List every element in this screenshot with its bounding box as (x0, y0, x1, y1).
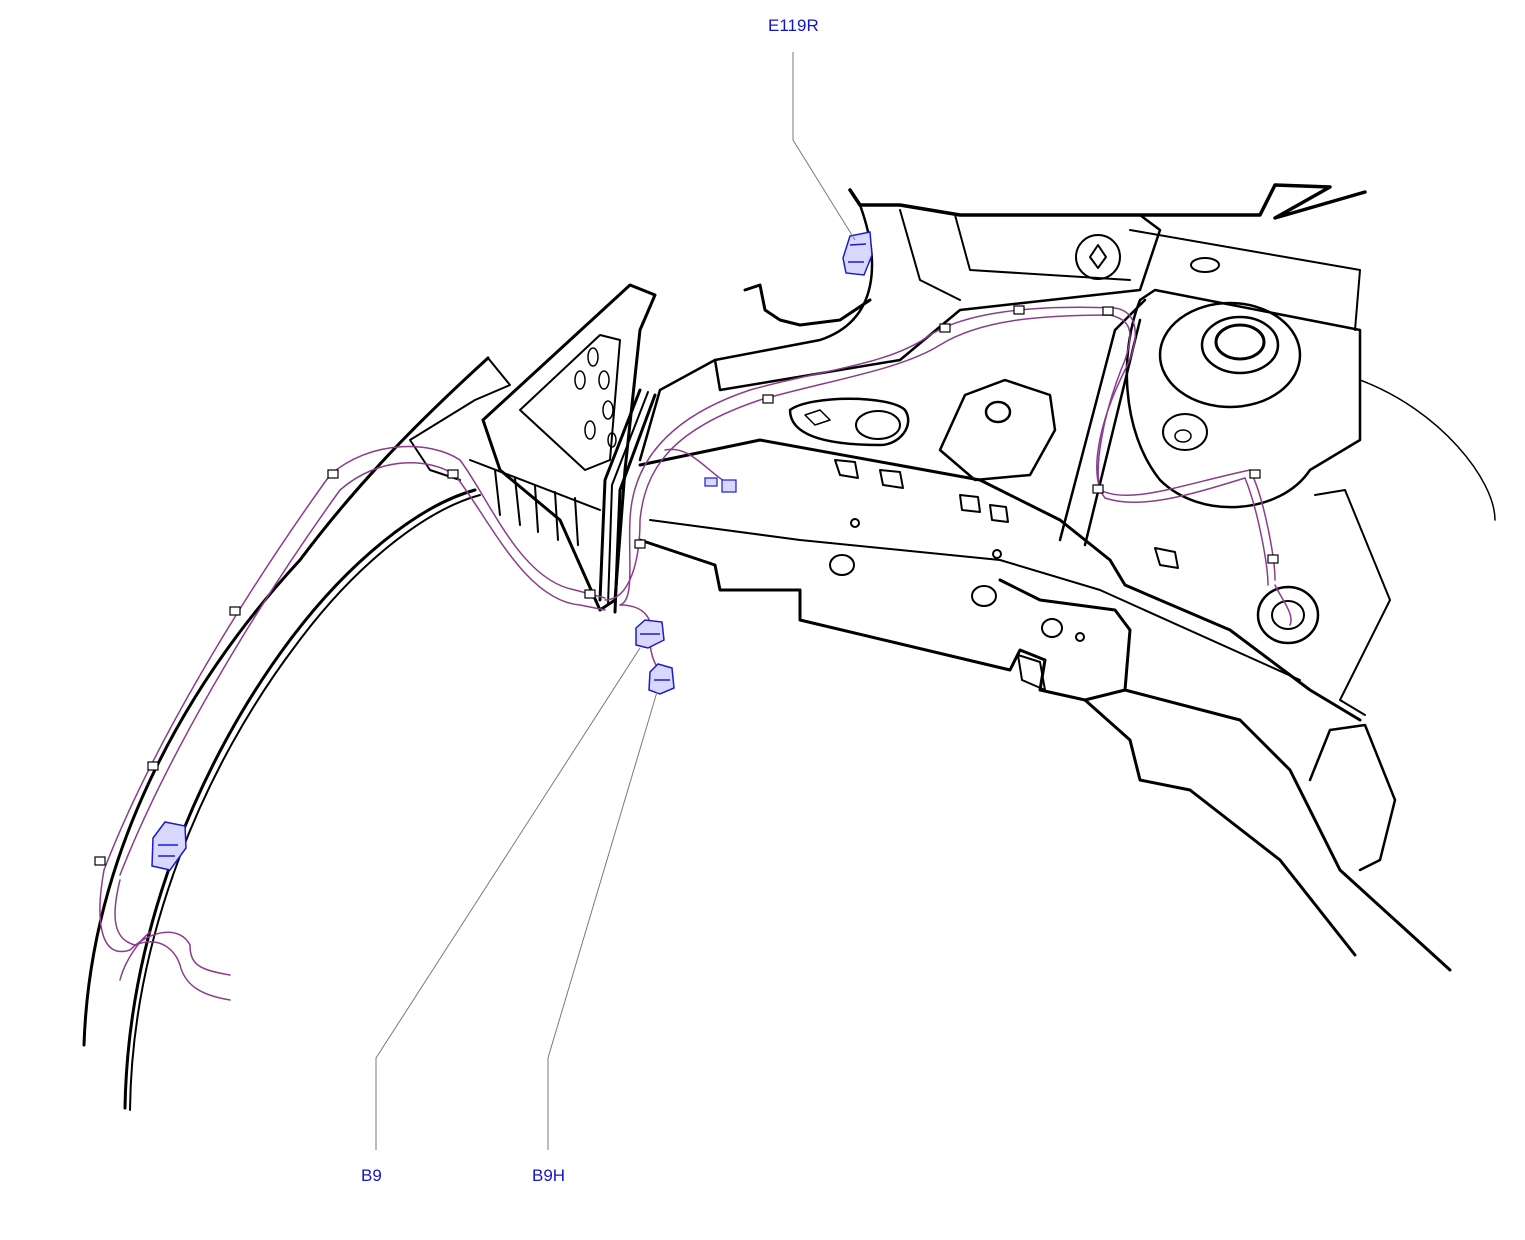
harness-branch (119, 931, 151, 981)
harness-grommet-run (1274, 584, 1292, 626)
strut-tower-boss (1162, 413, 1208, 451)
callout-e119r[interactable]: E119R (768, 16, 819, 35)
wheel-arch-top-ledge (409, 357, 511, 481)
fuel-door-hole (855, 410, 901, 440)
strut-tower-inner (1214, 323, 1266, 361)
rear-rail (1083, 698, 1357, 957)
bracket-holes (574, 347, 617, 448)
rear-panel-inner-ledge (713, 213, 1162, 392)
leader-b9 (375, 647, 641, 1150)
harness-strut-run-2 (1096, 369, 1269, 586)
clip (1092, 484, 1104, 494)
leader-e119r (792, 52, 856, 241)
clip (1267, 554, 1279, 564)
pillar-channel-mid (607, 391, 649, 606)
lower-flange (638, 538, 1132, 702)
rear-panel-step (899, 209, 1361, 331)
lower-flange-edge (638, 438, 1362, 722)
clip (1249, 469, 1261, 479)
clip (584, 589, 596, 599)
strut-tower-boss-center (1174, 429, 1192, 443)
bracket-plate-inner (519, 334, 621, 471)
clip (1102, 306, 1114, 316)
clip (762, 394, 774, 404)
callout-b9[interactable]: B9 (361, 1166, 382, 1185)
quarter-panel-outline (743, 283, 872, 327)
grommet-outer (1256, 585, 1320, 645)
clip (229, 606, 241, 616)
clip (1013, 305, 1025, 315)
clip (447, 469, 459, 479)
strut-tower-housing (1125, 288, 1362, 509)
bracket-plate (481, 283, 657, 612)
rear-rail-2 (1123, 688, 1452, 972)
connector-e119r[interactable] (842, 231, 873, 276)
leader-b9h (547, 691, 658, 1150)
harness-fuel-branch (664, 448, 731, 486)
strut-tower-mid (1200, 315, 1280, 375)
harness-clips (94, 305, 1279, 866)
harness-main-outer (103, 445, 606, 871)
rear-panel-contour (638, 203, 874, 462)
lower-flange-edge-2 (649, 519, 1301, 681)
connector-b9h[interactable] (648, 663, 675, 695)
harness-lower-loop (99, 869, 231, 976)
harness-lower-loop-2 (114, 879, 231, 1001)
grommet-inner (1271, 600, 1305, 630)
clip (939, 323, 951, 333)
harness-pillar-run-2 (619, 306, 1136, 606)
harness-strut-run (1097, 359, 1276, 581)
clip (327, 469, 339, 479)
pillar-channel (598, 388, 657, 614)
panel-holes (829, 257, 1220, 642)
connector-fuel-door[interactable] (704, 477, 737, 493)
sill-ribs (469, 459, 601, 546)
wheel-arch-inner-flange-2 (129, 494, 481, 1111)
wheel-arch-inner-flange (123, 488, 477, 1110)
clip (94, 856, 106, 866)
wheelhouse-panel (1314, 489, 1391, 716)
rear-panel-top-edge (848, 183, 1367, 220)
strut-tower-outer (1158, 301, 1302, 409)
fuel-door-tab (804, 409, 831, 426)
wheelhouse-curve (1359, 379, 1496, 521)
connector-rear-sensor[interactable] (151, 821, 187, 871)
body-structure (82, 183, 1496, 1111)
rear-rail-3 (1308, 723, 1397, 872)
slot-features (834, 459, 1179, 691)
leader-lines (375, 52, 856, 1150)
connector-b9[interactable] (635, 619, 665, 649)
harness-main-inner (119, 462, 606, 876)
fuel-door-opening (788, 397, 910, 447)
harness-pillar-run (604, 314, 1131, 601)
wiring-harness (99, 306, 1292, 1001)
clip (147, 761, 159, 771)
callout-b9h[interactable]: B9H (532, 1166, 566, 1185)
clip (634, 539, 646, 549)
jack-point (938, 378, 1057, 482)
drain-plug (1075, 234, 1121, 280)
